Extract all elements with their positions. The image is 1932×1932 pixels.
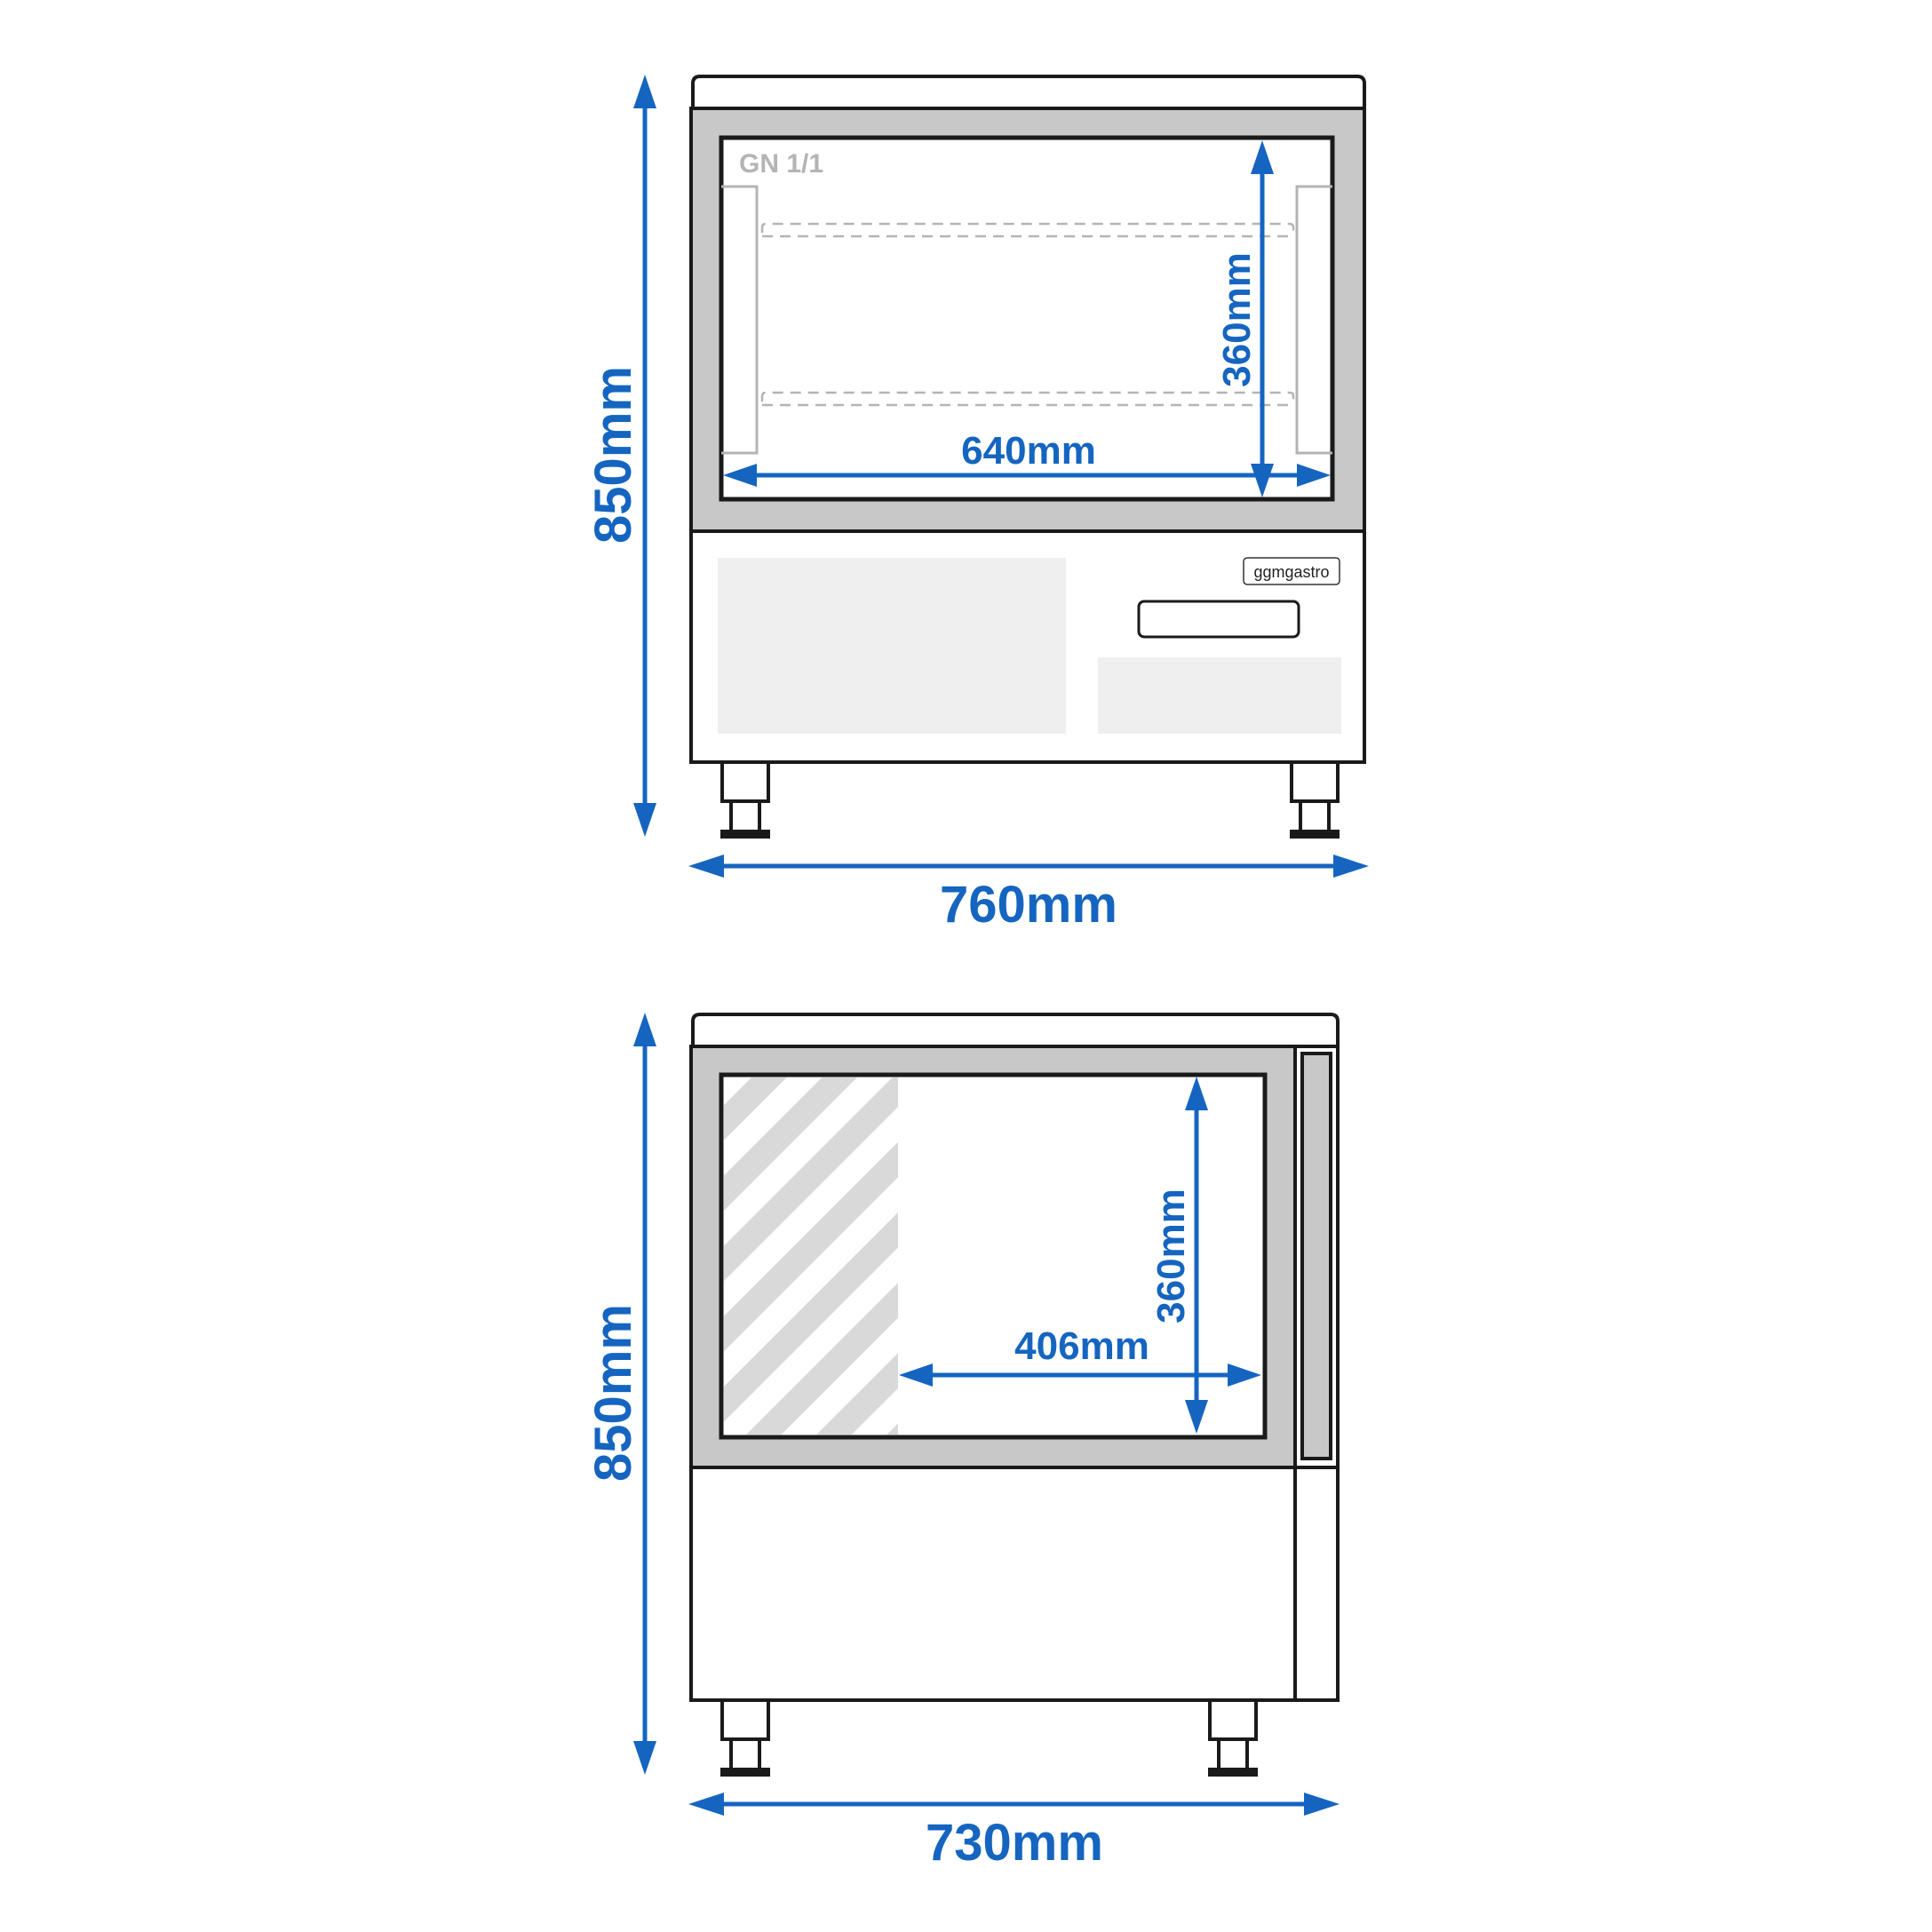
side-depth-label: 730mm [926,1814,1103,1872]
inner-width-dimension: 640mm [723,429,1331,487]
front-worktop [691,75,1366,110]
front-foot-left [720,760,770,839]
front-height-label: 850mm [584,366,642,544]
front-vent-panel [718,558,1066,734]
front-foot-right [1290,760,1340,839]
front-inner-height-label: 360mm [1215,252,1259,387]
side-foot-right [1208,1698,1258,1777]
front-inner-height-dimension: 360mm [1215,140,1274,497]
brand-logo-text: ggmgastro [1253,563,1329,581]
left-rail [721,185,759,455]
control-display [1137,600,1300,639]
front-door-glass [719,135,1335,502]
front-width-label: 760mm [940,876,1117,934]
hatched-area [724,1077,898,1435]
side-inner-height-dimension: 360mm [1149,1077,1208,1434]
side-height-label: 850mm [584,1304,642,1482]
side-base-cabinet [689,1466,1297,1702]
side-foot-left [720,1698,770,1777]
side-base-edge [1293,1466,1340,1702]
side-depth-dimension: 730mm [688,1793,1340,1872]
side-height-dimension: 850mm [584,1013,656,1775]
right-rail [1295,185,1332,455]
front-width-dimension: 760mm [688,855,1369,934]
side-door-handle [1300,1052,1332,1460]
front-height-dimension: 850mm [584,75,656,837]
gn-tray-lower [760,391,1295,407]
brand-badge [1243,557,1340,585]
front-lower-panel [1098,657,1341,734]
inner-depth-dimension: 406mm [899,1324,1261,1387]
side-inner-height-label: 360mm [1149,1189,1193,1324]
tray-label: GN 1/1 [739,149,823,179]
side-worktop [691,1013,1340,1048]
front-view: GN 1/1 ggmgastro [689,75,1366,839]
gn-tray-upper [760,222,1295,238]
inner-depth-label: 406mm [1014,1324,1149,1368]
side-view [689,1013,1340,1777]
inner-width-label: 640mm [961,429,1096,473]
